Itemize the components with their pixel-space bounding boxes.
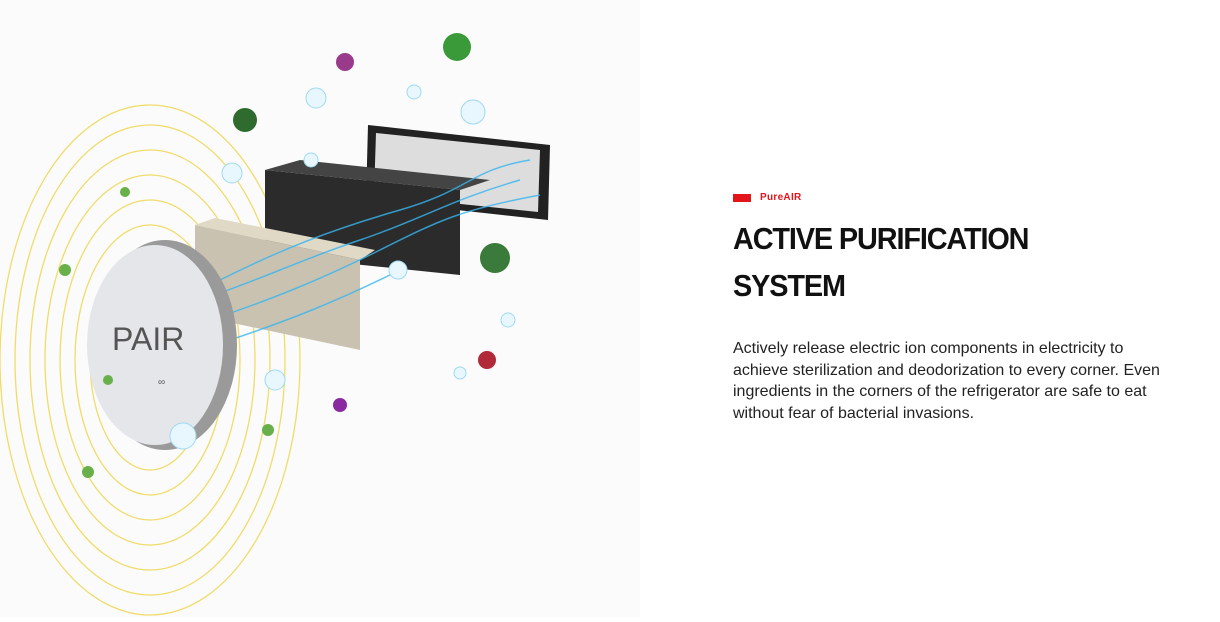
pureair-disc: PAIR ∞ bbox=[87, 240, 237, 450]
feature-title: ACTIVE PURIFICATION SYSTEM bbox=[733, 221, 1030, 303]
tag-label: PureAIR bbox=[760, 192, 802, 203]
pureair-logo: PAIR bbox=[112, 321, 184, 357]
feature-description: Actively release electric ion components… bbox=[733, 340, 1160, 423]
ion-bubbles bbox=[169, 84, 516, 450]
purifier-illustration: PAIR ∞ bbox=[0, 33, 550, 616]
feature-tag: PureAIR bbox=[733, 192, 1173, 203]
ion-wave-rings bbox=[0, 104, 301, 616]
bacteria-particles bbox=[59, 33, 510, 478]
svg-text:∞: ∞ bbox=[158, 377, 165, 388]
ion-streams bbox=[199, 159, 541, 341]
tag-accent-bar bbox=[733, 193, 751, 202]
mesh-filter bbox=[195, 218, 375, 350]
feature-section: PureAIR ACTIVE PURIFICATION SYSTEM Activ… bbox=[733, 192, 1173, 441]
